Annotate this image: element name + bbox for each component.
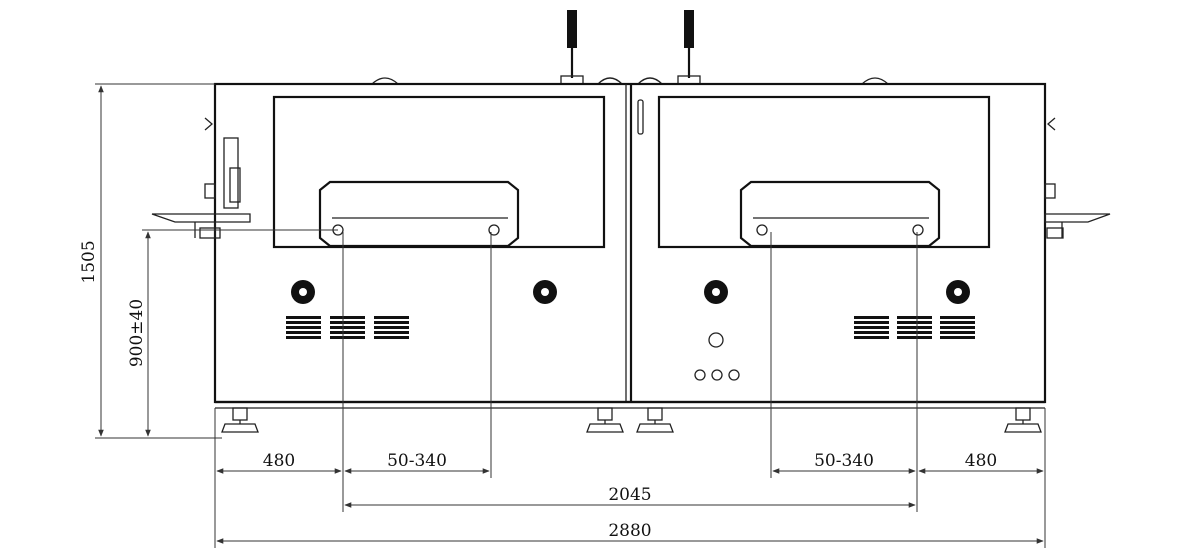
dim-right-range: 50-340 <box>814 451 874 471</box>
dim-left-range: 50-340 <box>387 451 447 471</box>
door-handle <box>637 99 644 135</box>
right-window <box>657 95 991 249</box>
vent-grilles-right <box>854 316 975 339</box>
left-side-conveyor <box>151 117 251 239</box>
dim-right-offset: 480 <box>965 451 997 471</box>
machine-body <box>213 82 1047 409</box>
dim-overall-height: 1505 <box>79 240 99 283</box>
right-side-conveyor <box>1044 117 1111 239</box>
top-fittings <box>371 77 889 85</box>
dim-inner-span: 2045 <box>608 485 651 505</box>
control-buttons <box>694 332 740 381</box>
dim-overall-width: 2880 <box>608 521 651 541</box>
extension-lines <box>95 83 1046 548</box>
dim-conveyor-height: 900±40 <box>127 299 147 367</box>
round-ports <box>291 280 970 304</box>
vent-grilles-left <box>286 316 409 339</box>
dim-left-offset: 480 <box>263 451 295 471</box>
leveling-feet <box>221 407 1042 433</box>
left-window <box>272 95 606 249</box>
signal-tower-right <box>677 10 701 85</box>
signal-tower-left <box>560 10 584 85</box>
